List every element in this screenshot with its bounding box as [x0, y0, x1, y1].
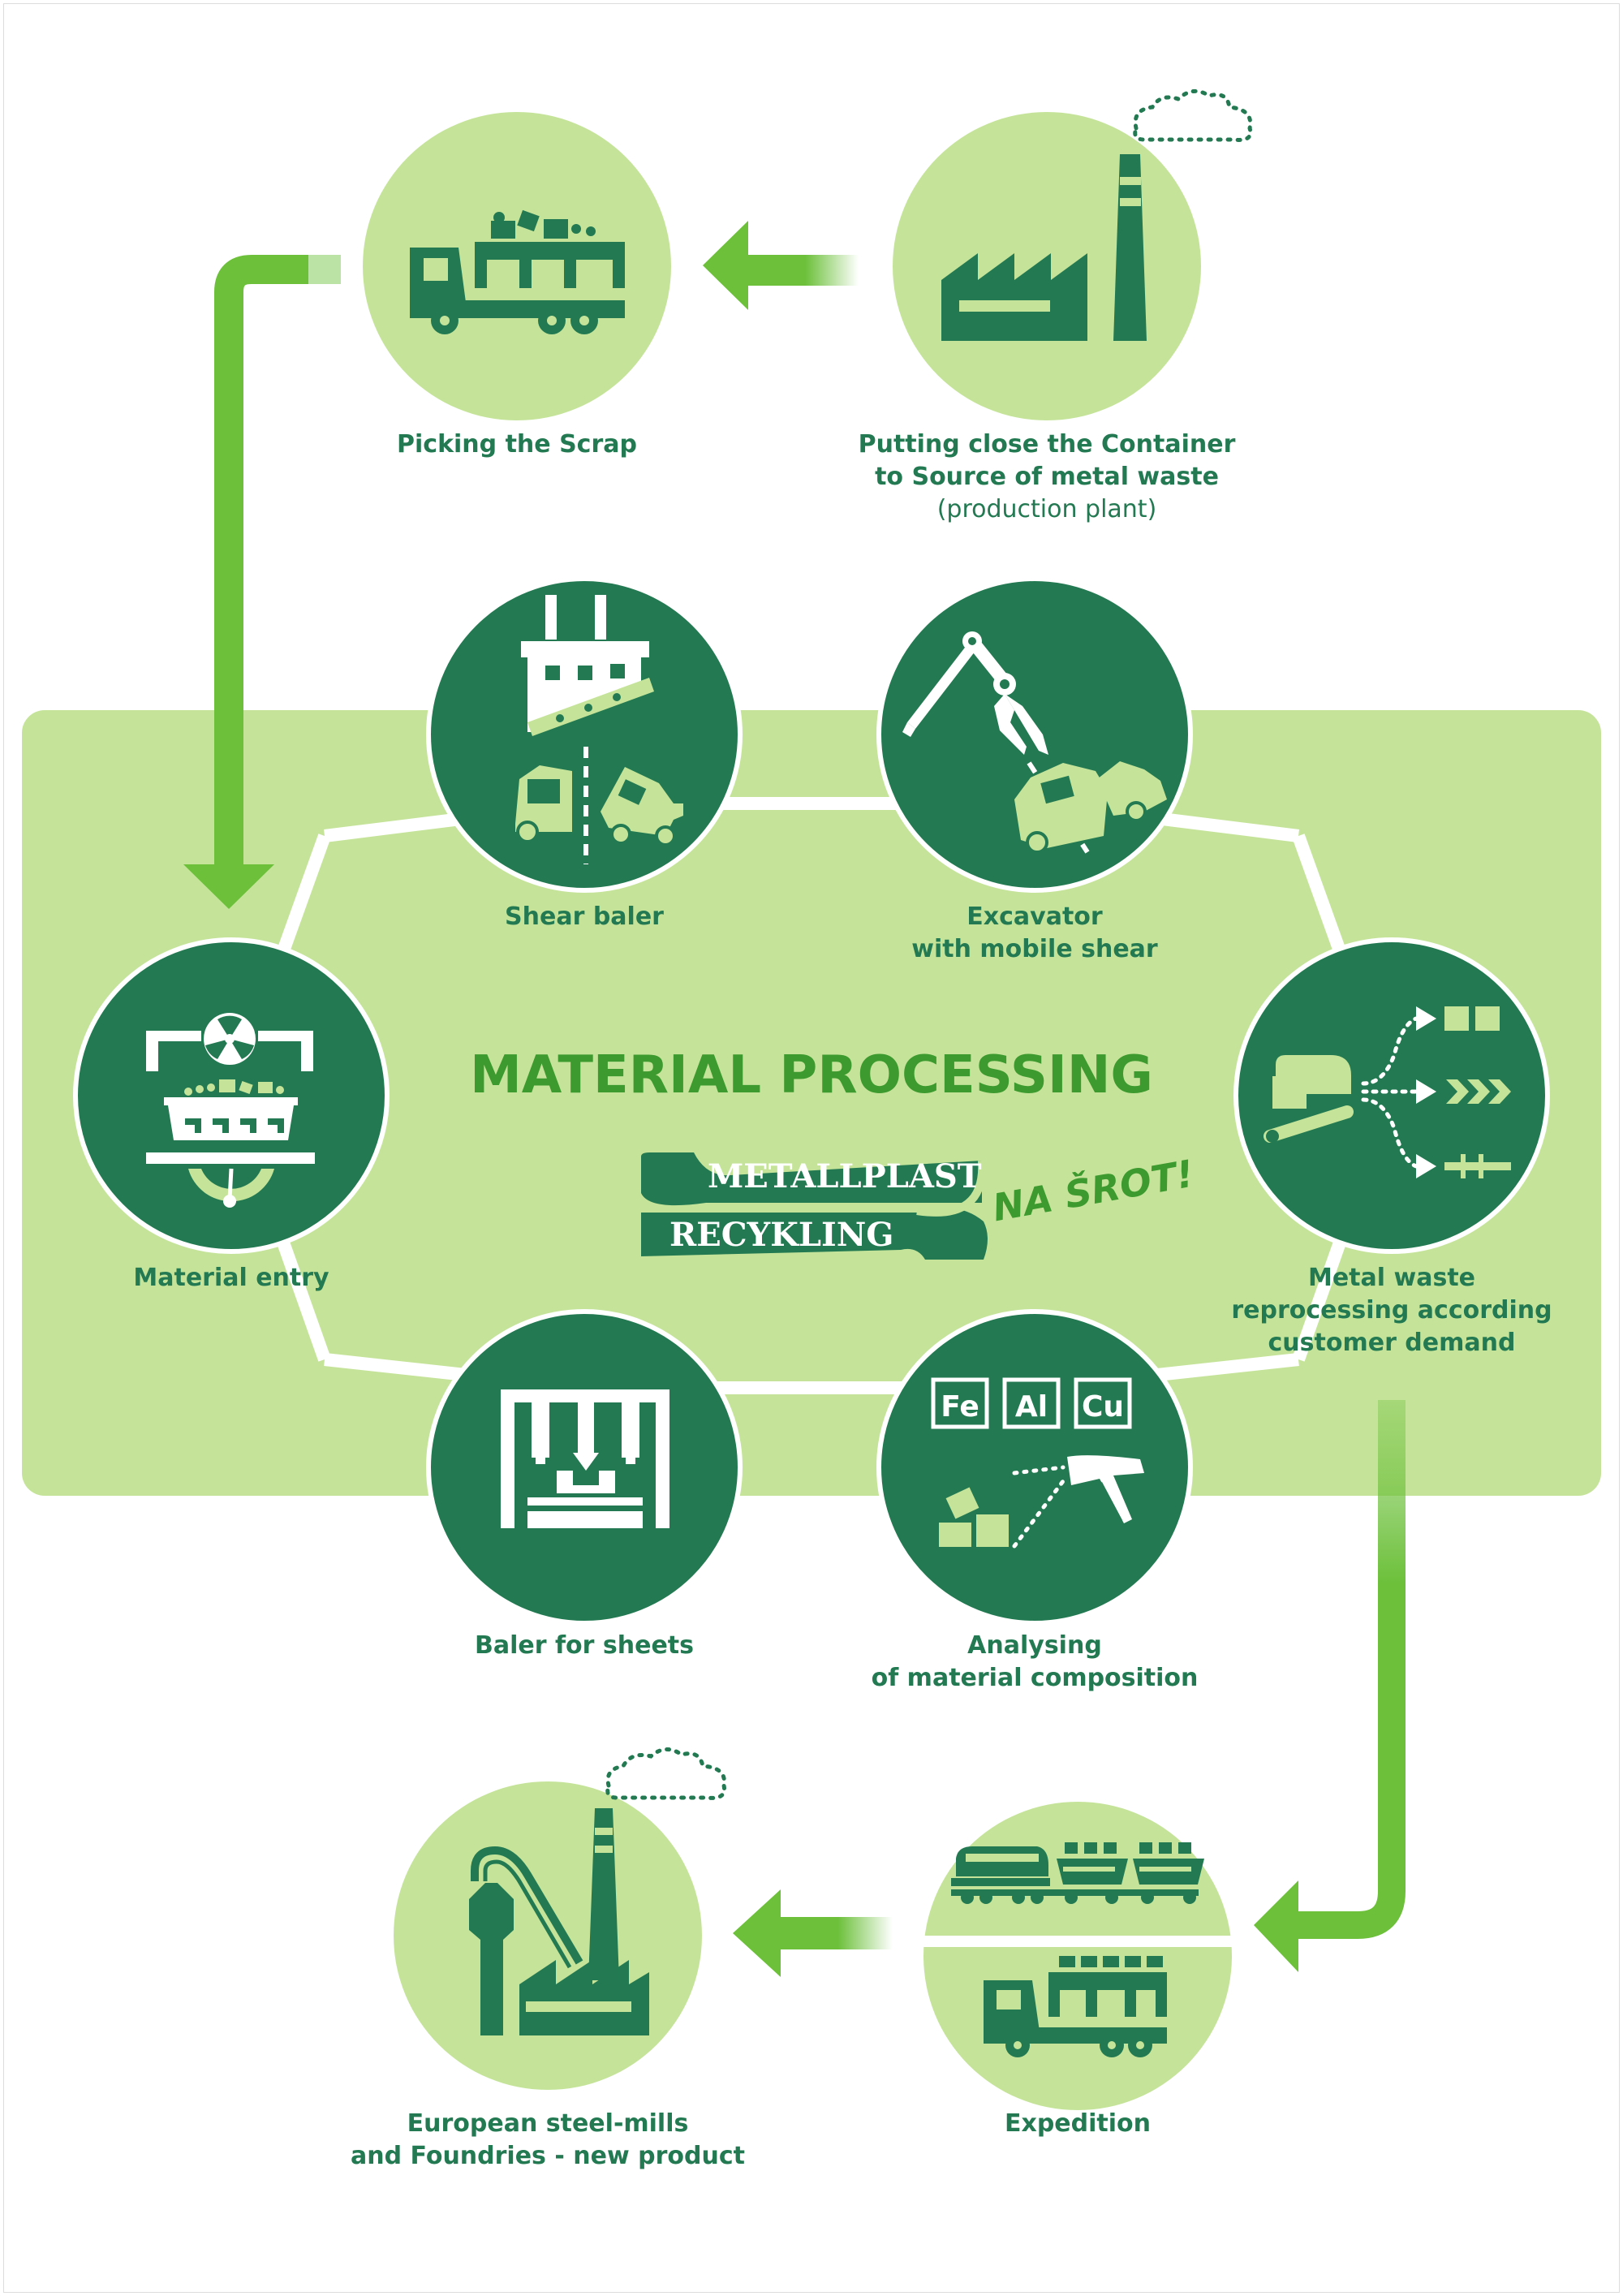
arrow-picking-to-entry: [183, 255, 353, 909]
expedition-label: Expedition: [1004, 2109, 1151, 2138]
steel-mills-step: [394, 1747, 727, 2090]
train-icon: [951, 1842, 1204, 1904]
material-entry-label: Material entry: [133, 1264, 329, 1292]
metallplast-logo: [641, 1152, 988, 1260]
element-cu: Cu: [1082, 1390, 1124, 1424]
page-frame: [3, 3, 1620, 2293]
factory-icon: [941, 154, 1147, 341]
container-label: Putting close the Container to Source of…: [858, 430, 1236, 523]
processing-panel: [22, 710, 1601, 1496]
picking-label: Picking the Scrap: [397, 430, 637, 459]
analysing-label: Analysing of material composition: [871, 1631, 1199, 1692]
page-title: MATERIAL PROCESSING: [470, 1045, 1153, 1105]
expedition-truck-icon: [984, 1956, 1167, 2057]
analysing-step: Fe Al Cu: [876, 1309, 1193, 1626]
dump-truck-icon: [410, 209, 625, 334]
press-icon: [501, 1389, 669, 1528]
element-fe: Fe: [941, 1390, 979, 1424]
shear-baler-icon: [515, 595, 683, 864]
expedition-step: [923, 1802, 1232, 2110]
shear-baler-label: Shear baler: [505, 902, 664, 931]
steel-mill-icon: [469, 1808, 649, 2035]
material-entry-step: [73, 937, 390, 1254]
container-step: [893, 88, 1253, 420]
baler-sheets-label: Baler for sheets: [475, 1631, 694, 1660]
weighbridge-icon: [146, 1013, 315, 1208]
logo-line2: RECYKLING: [669, 1216, 894, 1254]
shear-baler-step: [426, 576, 743, 893]
reprocessing-step: [1233, 937, 1550, 1254]
analyser-icon: [931, 1377, 1144, 1549]
excavator-label: Excavator with mobile shear: [911, 902, 1158, 963]
logo-line1: METALLPLAST: [708, 1157, 982, 1195]
arrow-reprocessing-to-expedition: [1254, 1400, 1406, 1972]
steel-smoke-cloud-icon: [605, 1747, 727, 1800]
smoke-cloud-icon: [1133, 88, 1253, 142]
baler-sheets-step: [426, 1309, 743, 1626]
excavator-icon: [902, 631, 1167, 854]
reprocessing-label: Metal waste reprocessing according custo…: [1231, 1264, 1552, 1357]
arrow-expedition-to-steel: [733, 1889, 893, 1977]
steel-mills-label: European steel-mills and Foundries - new…: [351, 2109, 745, 2170]
excavator-step: [876, 576, 1193, 893]
picking-step: [363, 112, 671, 420]
arrow-container-to-picking: [703, 221, 859, 310]
sorting-icon: [1264, 1006, 1511, 1178]
element-al: Al: [1015, 1390, 1048, 1424]
